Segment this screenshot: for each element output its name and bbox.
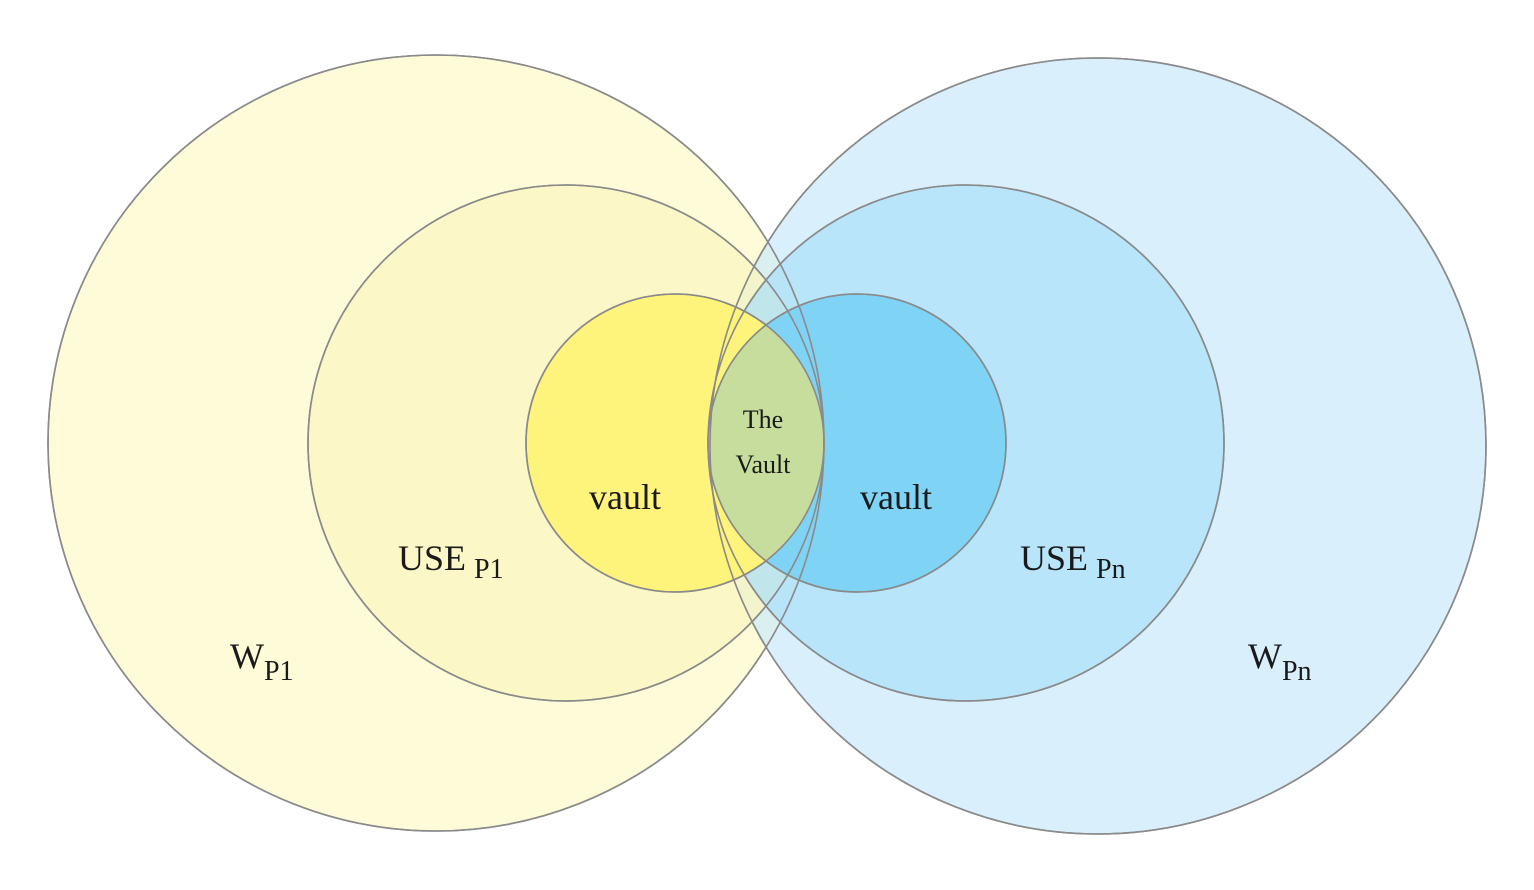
world-pn-outline [709,57,1487,835]
use-pn-outline [707,184,1225,702]
world-p1-label: WP1 [230,636,294,687]
world-p1-outline [47,54,825,832]
vault-pn-label: vault [860,477,932,517]
the-vault-label-line1: The [743,405,783,434]
the-vault-label-line2: Vault [736,450,792,479]
the-vault-region [708,294,824,592]
vault-p1-label: vault [589,477,661,517]
world-pn-label: WPn [1248,636,1312,687]
